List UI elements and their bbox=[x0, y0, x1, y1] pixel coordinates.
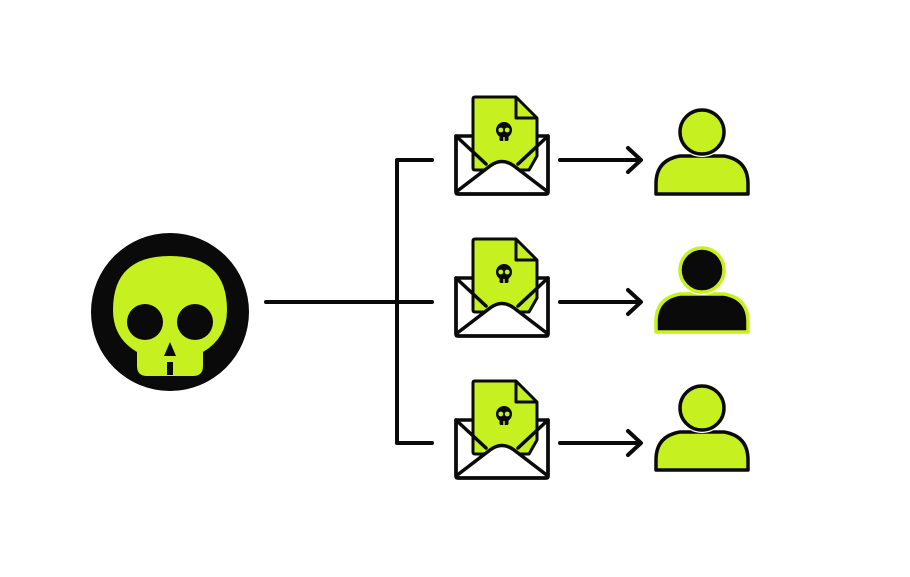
malicious-email-icon bbox=[454, 379, 550, 480]
distribution-connectors bbox=[264, 158, 434, 445]
message-row bbox=[454, 95, 750, 196]
user-icon bbox=[654, 105, 750, 196]
malicious-email-icon bbox=[454, 95, 550, 196]
arrow-icon bbox=[558, 288, 643, 316]
message-row bbox=[454, 237, 750, 338]
arrow-icon bbox=[558, 429, 643, 457]
malicious-email-icon bbox=[454, 237, 550, 338]
attacker-skull-icon bbox=[91, 233, 249, 391]
message-row bbox=[454, 379, 750, 480]
branch-bracket bbox=[395, 158, 434, 445]
arrow-icon bbox=[558, 146, 643, 174]
compromised-user-icon bbox=[654, 243, 750, 334]
user-icon bbox=[654, 381, 750, 472]
